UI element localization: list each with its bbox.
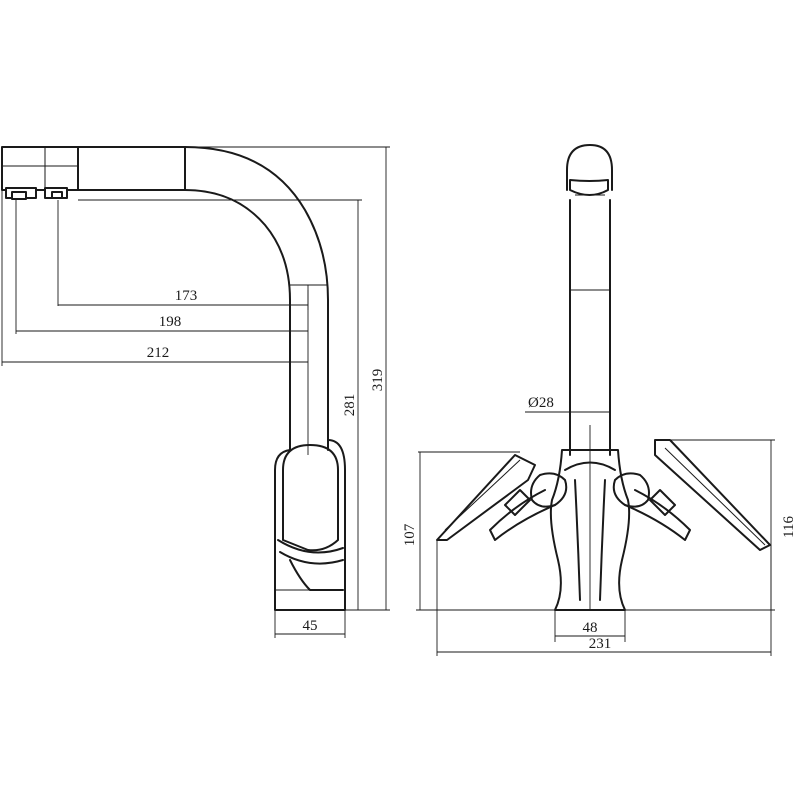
right-handle [612,439,771,551]
tap-body [274,439,346,611]
spout-outer [77,146,329,451]
dim-212-label: 212 [147,345,170,361]
dim-diameter: Ø28 [525,395,610,413]
dim-107: 107 [402,451,555,611]
dim-319-label: 319 [370,369,386,392]
dim-48-label: 48 [583,620,598,636]
dim-116-label: 116 [781,516,797,538]
dim-212: 212 [1,190,308,366]
front-view: Ø28 107 [402,144,797,656]
dim-198-label: 198 [159,314,182,330]
dim-231-label: 231 [589,636,612,652]
dim-281: 281 [78,199,362,611]
spout-head [1,146,79,200]
dim-48: 48 [554,610,626,642]
dim-173: 173 [57,200,309,310]
dim-231: 231 [436,540,772,656]
left-handle [436,454,568,541]
spout-inner [77,189,291,451]
dim-198: 198 [15,200,308,334]
dim-107-label: 107 [402,523,418,546]
dim-173-label: 173 [175,288,198,304]
dim-45-label: 45 [303,618,318,634]
side-view: 173 198 212 281 319 [1,146,390,638]
spout-top [566,144,613,196]
dim-diameter-label: Ø28 [528,395,554,411]
dim-319: 319 [78,146,390,611]
dim-45: 45 [274,610,346,638]
spout-column [569,199,611,610]
dim-281-label: 281 [342,394,358,417]
